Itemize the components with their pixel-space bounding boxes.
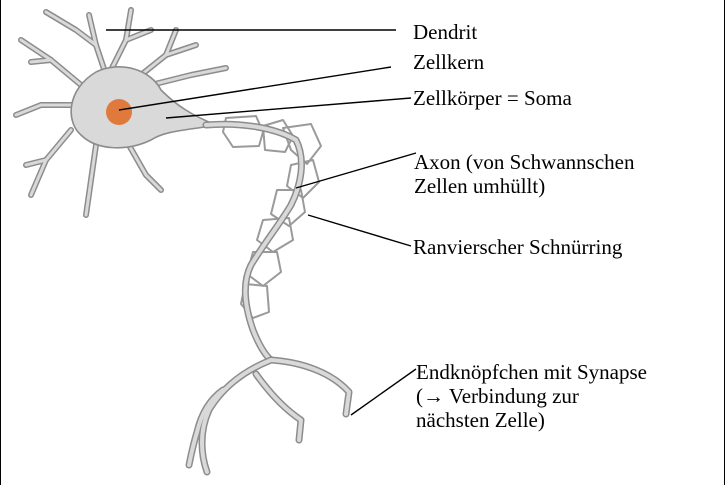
leader-ranvier	[308, 215, 411, 246]
label-endknopf-line3: nächsten Zelle)	[416, 408, 647, 432]
leader-endknopf	[351, 369, 416, 415]
label-axon: Axon (von Schwannschen Zellen umhüllt)	[414, 150, 634, 198]
label-endknopf-line1: Endknöpfchen mit Synapse	[416, 360, 647, 384]
axon	[206, 124, 301, 360]
label-axon-line2: Zellen umhüllt)	[414, 174, 634, 198]
label-zellkern: Zellkern	[413, 50, 484, 74]
label-soma: Zellkörper = Soma	[413, 86, 572, 110]
schwann-cells	[223, 116, 321, 318]
leader-axon	[296, 153, 416, 188]
label-endknopf: Endknöpfchen mit Synapse (→ Verbindung z…	[416, 360, 647, 432]
cell-body	[71, 67, 216, 148]
leader-soma	[166, 98, 411, 118]
nucleus	[106, 99, 132, 125]
label-axon-line1: Axon (von Schwannschen	[414, 150, 634, 174]
label-endknopf-line2: (→ Verbindung zur	[416, 384, 647, 408]
label-ranvier: Ranvierscher Schnürring	[413, 235, 622, 259]
axon-terminals	[189, 360, 349, 472]
label-dendrit: Dendrit	[413, 20, 477, 44]
